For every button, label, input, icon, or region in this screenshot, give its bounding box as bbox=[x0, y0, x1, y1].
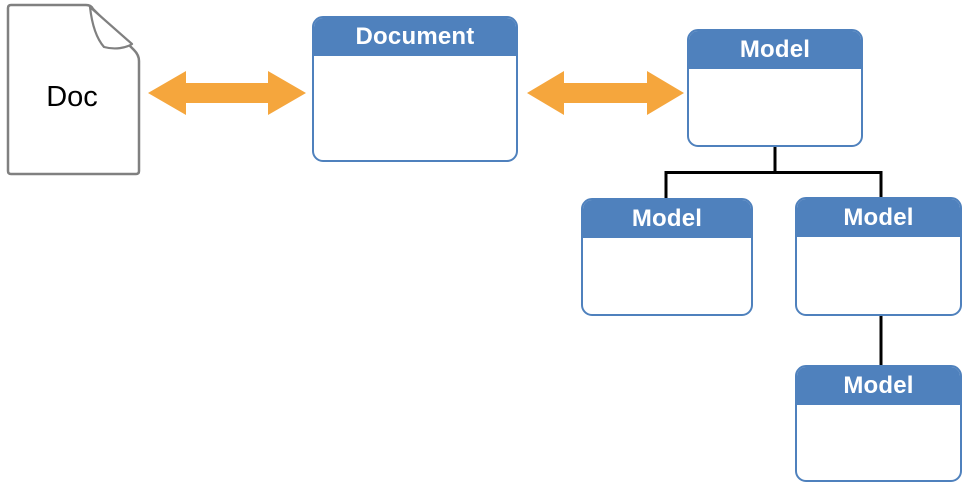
document-node: Document bbox=[312, 16, 518, 162]
model-grandchild-node-title: Model bbox=[843, 372, 914, 399]
model-child-left-node-header: Model bbox=[583, 200, 751, 238]
model-root-node-header: Model bbox=[689, 31, 861, 69]
doc-fold-corner-icon bbox=[88, 5, 134, 50]
model-root-node: Model bbox=[687, 29, 863, 147]
model-grandchild-node: Model bbox=[795, 365, 962, 482]
model-child-right-node: Model bbox=[795, 197, 962, 316]
model-child-right-node-header: Model bbox=[797, 199, 960, 237]
model-root-node-title: Model bbox=[739, 36, 811, 63]
document-model-arrow-icon bbox=[527, 71, 684, 115]
doc-document-arrow-icon bbox=[148, 71, 306, 115]
model-child-right-node-title: Model bbox=[843, 204, 914, 231]
model-grandchild-node-header: Model bbox=[797, 367, 960, 405]
doc-file-icon: Doc bbox=[6, 3, 141, 176]
model-child-left-node-title: Model bbox=[631, 205, 703, 232]
document-node-header: Document bbox=[314, 18, 516, 56]
doc-label: Doc bbox=[46, 81, 98, 113]
model-child-left-node: Model bbox=[581, 198, 753, 316]
document-node-title: Document bbox=[355, 23, 475, 50]
